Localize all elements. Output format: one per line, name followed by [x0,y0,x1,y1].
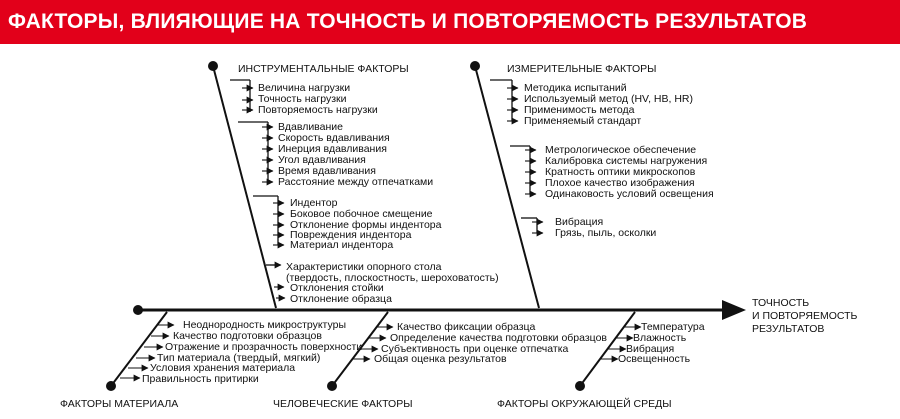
instrumental-item: Отклонения стойки [290,282,384,294]
title-banner: ФАКТОРЫ, ВЛИЯЮЩИЕ НА ТОЧНОСТЬ И ПОВТОРЯЕ… [0,0,900,44]
measurement-item: Одинаковость условий освещения [545,188,714,200]
page-title: ФАКТОРЫ, ВЛИЯЮЩИЕ НА ТОЧНОСТЬ И ПОВТОРЯЕ… [8,10,808,33]
human-bone-dot [327,381,337,391]
instrumental-item: (твердость, плоскостность, шероховатость… [286,272,499,284]
environment-bone: ФАКТОРЫ ОКРУЖАЮЩЕЙ СРЕДЫ Температура Вла… [497,311,705,410]
instrumental-item: Величина нагрузки [258,82,350,94]
result-label-line1: ТОЧНОСТЬ [752,297,809,309]
environment-item: Влажность [633,332,687,344]
instrumental-item: Отклонение образца [290,293,392,305]
measurement-item: Метрологическое обеспечение [545,144,696,156]
measurement-item: Кратность оптики микроскопов [545,166,696,178]
material-bone: ФАКТОРЫ МАТЕРИАЛА Неоднородность микрост… [60,311,362,410]
measurement-item: Калибровка системы нагружения [545,155,707,167]
measurement-bone-dot [470,61,480,71]
instrumental-item: Отклонение формы индентора [290,219,442,231]
human-item: Субъективность при оценке отпечатка [381,343,569,355]
environment-item: Освещенность [618,353,691,365]
instrumental-item: Расстояние между отпечатками [278,176,433,188]
instrumental-item: Характеристики опорного стола [286,261,442,273]
measurement-item: Применимость метода [524,104,635,116]
instrumental-item: Материал индентора [290,239,393,251]
instrumental-item: Повторяемость нагрузки [258,104,378,116]
measurement-item: Используемый метод (HV, HB, HR) [524,93,693,105]
material-item: Условия хранения материала [150,362,295,374]
instrumental-item: Индентор [290,197,338,209]
instrumental-item: Скорость вдавливания [278,132,390,144]
main-spine [133,300,746,320]
instrumental-item: Боковое побочное смещение [290,208,433,220]
human-item: Общая оценка результатов [374,353,507,365]
measurement-item: Вибрация [555,216,603,228]
material-item: Неоднородность микроструктуры [183,319,346,331]
measurement-item: Применяемый стандарт [524,115,641,127]
category-human: ЧЕЛОВЕЧЕСКИЕ ФАКТОРЫ [273,398,413,410]
material-item: Качество подготовки образцов [173,330,322,342]
result-label-line3: РЕЗУЛЬТАТОВ [752,323,824,335]
instrumental-item: Инерция вдавливания [278,143,387,155]
human-item: Качество фиксации образца [397,321,536,333]
instrumental-item: Повреждения индентора [290,229,412,241]
instrumental-item: Время вдавливания [278,165,376,177]
material-bone-dot [106,381,116,391]
material-item: Тип материала (твердый, мягкий) [157,352,320,364]
result-label-line2: И ПОВТОРЯЕМОСТЬ [752,310,858,322]
instrumental-item: Вдавливание [278,121,343,133]
category-instrumental: ИНСТРУМЕНТАЛЬНЫЕ ФАКТОРЫ [238,63,409,75]
category-measurement: ИЗМЕРИТЕЛЬНЫЕ ФАКТОРЫ [507,63,656,75]
human-item: Определение качества подготовки образцов [390,332,607,344]
material-item: Отражение и прозрачность поверхности [165,341,362,353]
environment-bone-dot [575,381,585,391]
fishbone-diagram: ТОЧНОСТЬ И ПОВТОРЯЕМОСТЬ РЕЗУЛЬТАТОВ ИНС… [60,61,858,410]
instrumental-item: Точность нагрузки [258,93,347,105]
measurement-bone: ИЗМЕРИТЕЛЬНЫЕ ФАКТОРЫ Методика испытаний… [470,61,714,309]
spine-start-dot [133,305,143,315]
instrumental-bone: ИНСТРУМЕНТАЛЬНЫЕ ФАКТОРЫ Величина нагруз… [208,61,499,309]
category-material: ФАКТОРЫ МАТЕРИАЛА [60,398,178,410]
instrumental-bone-dot [208,61,218,71]
instrumental-item: Угол вдавливания [278,154,366,166]
spine-arrow-head [722,300,746,320]
measurement-item: Грязь, пыль, осколки [555,227,656,239]
material-item: Правильность притирки [142,373,259,385]
measurement-item: Методика испытаний [524,82,627,94]
measurement-item: Плохое качество изображения [545,177,695,189]
category-environment: ФАКТОРЫ ОКРУЖАЮЩЕЙ СРЕДЫ [497,397,672,410]
human-bone: ЧЕЛОВЕЧЕСКИЕ ФАКТОРЫ Качество фиксации о… [273,311,607,410]
environment-item: Температура [641,321,705,333]
environment-item: Вибрация [626,343,674,355]
